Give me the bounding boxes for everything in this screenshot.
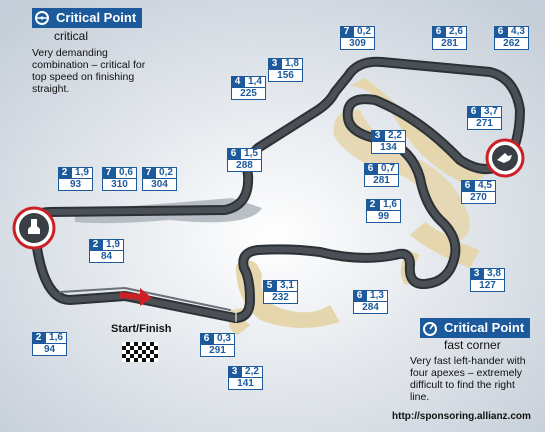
sponsor-url: http://sponsoring.allianz.com [392,411,531,422]
direction-arrow [120,288,152,306]
pit-lane [59,287,231,311]
start-finish-label: Start/Finish [111,323,172,335]
critical-point-1-description: Very demanding combination – critical fo… [32,47,146,95]
critical-point-1-header: Critical Point [32,8,143,28]
critical-point-1-subtitle: critical [54,29,89,43]
gauge-icon [420,318,440,338]
critical-point-2-header: Critical Point [420,318,531,338]
critical-point-1-marker [12,206,56,250]
checkered-flag-icon [122,342,158,362]
steering-wheel-icon [32,8,52,28]
critical-point-2-description: Very fast left-hander with four apexes –… [410,355,526,403]
critical-point-2-title: Critical Point [440,318,531,338]
critical-point-2-subtitle: fast corner [444,338,501,352]
critical-point-1-title: Critical Point [52,8,143,28]
critical-point-2-marker [485,138,525,178]
